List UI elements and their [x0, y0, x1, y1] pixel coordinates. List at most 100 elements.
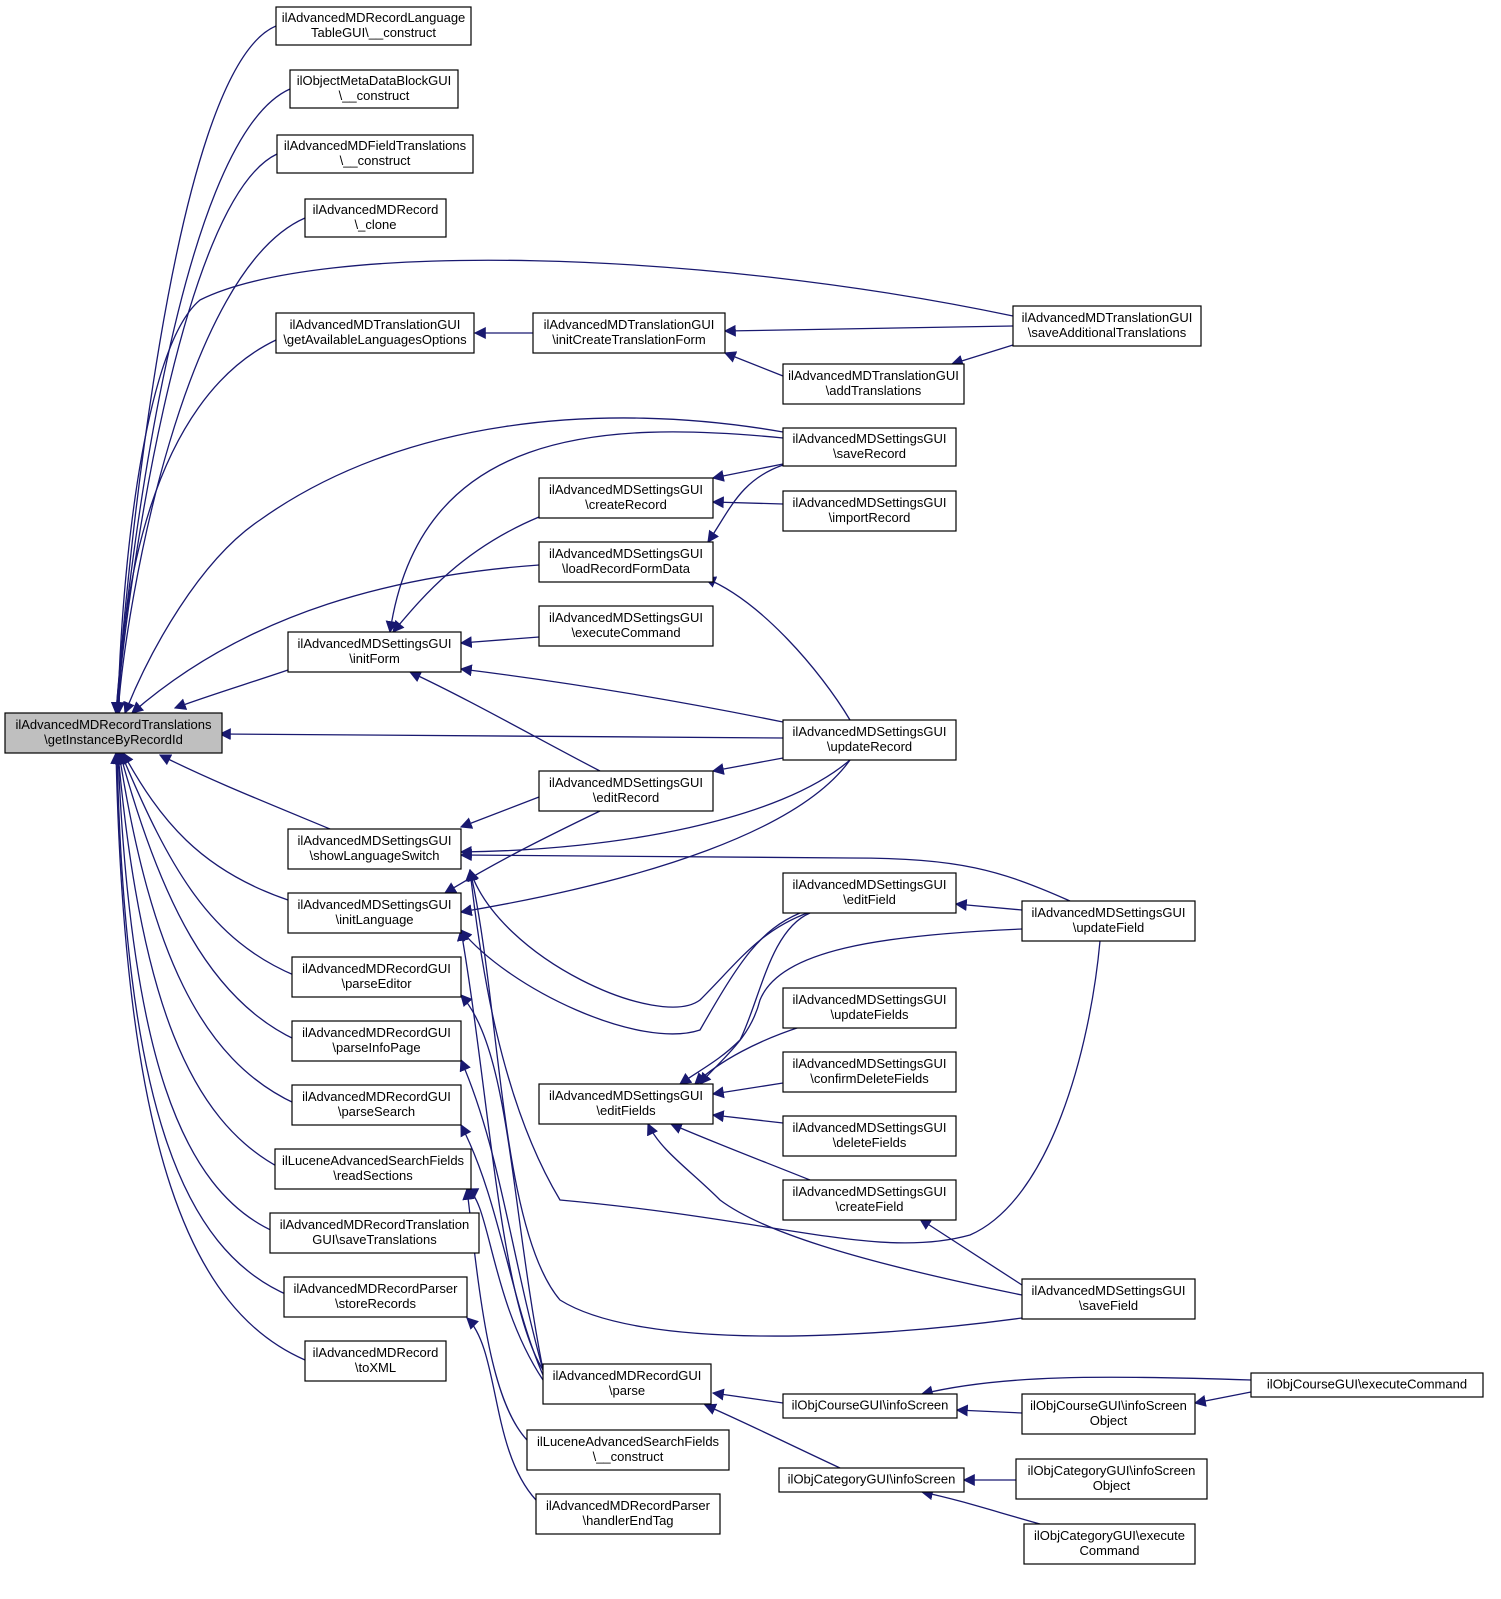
call-edge — [460, 912, 801, 1035]
call-edge — [465, 1188, 544, 1381]
node-label: ilAdvancedMDRecordGUI — [302, 1025, 451, 1040]
node-box — [291, 1084, 462, 1126]
caller-node[interactable]: ilAdvancedMDSettingsGUI\importRecord — [782, 490, 957, 532]
caller-node[interactable]: ilAdvancedMDRecordGUI\parseInfoPage — [291, 1020, 462, 1062]
node-label: \deleteFields — [833, 1135, 907, 1150]
node-box — [782, 1051, 957, 1093]
caller-node[interactable]: ilObjCourseGUI\executeCommand — [1250, 1372, 1484, 1398]
caller-node[interactable]: ilAdvancedMDRecordParser\handlerEndTag — [535, 1493, 721, 1535]
call-edge — [460, 994, 544, 1371]
call-edge — [467, 868, 811, 1008]
node-box — [538, 770, 714, 812]
caller-node[interactable]: ilAdvancedMDSettingsGUI\initForm — [287, 631, 462, 673]
caller-node[interactable]: ilAdvancedMDSettingsGUI\deleteFields — [782, 1115, 957, 1157]
node-label: ilAdvancedMDSettingsGUI — [549, 775, 703, 790]
call-edge — [117, 751, 297, 1041]
caller-node[interactable]: ilAdvancedMDSettingsGUI\saveRecord — [782, 427, 957, 467]
caller-node[interactable]: ilAdvancedMDSettingsGUI\updateField — [1021, 900, 1196, 942]
node-label: \initCreateTranslationForm — [552, 332, 705, 347]
caller-node[interactable]: ilAdvancedMDRecordGUI\parse — [542, 1363, 712, 1405]
node-label: ilAdvancedMDRecord — [313, 202, 439, 217]
call-edge — [110, 25, 277, 715]
call-edge — [112, 217, 306, 715]
caller-node[interactable]: ilAdvancedMDSettingsGUI\createField — [782, 1179, 957, 1221]
caller-node[interactable]: ilAdvancedMDFieldTranslations\__construc… — [276, 134, 474, 174]
node-label: ilAdvancedMDSettingsGUI — [549, 1088, 703, 1103]
call-edge — [459, 849, 1071, 902]
node-box — [782, 363, 965, 405]
call-edge — [1193, 1391, 1252, 1407]
root-function-node[interactable]: ilAdvancedMDRecordTranslations\getInstan… — [4, 712, 223, 754]
caller-node[interactable]: ilAdvancedMDRecordTranslationGUI\saveTra… — [269, 1212, 480, 1254]
node-label: ilAdvancedMDSettingsGUI — [549, 546, 703, 561]
caller-node[interactable]: ilObjCourseGUI\infoScreen — [782, 1393, 958, 1419]
node-label: ilAdvancedMDSettingsGUI — [1032, 1283, 1186, 1298]
node-box — [778, 1467, 965, 1493]
caller-node[interactable]: ilObjectMetaDataBlockGUI\__construct — [289, 69, 459, 109]
caller-node[interactable]: ilAdvancedMDTranslationGUI\getAvailableL… — [275, 312, 475, 354]
caller-node[interactable]: ilAdvancedMDTranslationGUI\saveAdditiona… — [1012, 305, 1202, 347]
node-label: ilAdvancedMDRecordGUI — [302, 961, 451, 976]
call-edge — [385, 431, 784, 634]
call-edge — [711, 1110, 784, 1124]
node-label: ilAdvancedMDRecordTranslation — [280, 1217, 470, 1232]
node-box — [542, 1363, 712, 1405]
call-edge — [459, 759, 851, 858]
call-edge — [460, 1123, 544, 1376]
nodes: ilAdvancedMDRecordTranslations\getInstan… — [4, 6, 1484, 1565]
call-edge — [723, 324, 1014, 337]
caller-node[interactable]: ilAdvancedMDTranslationGUI\initCreateTra… — [532, 312, 726, 354]
caller-node[interactable]: ilAdvancedMDSettingsGUI\editRecord — [538, 770, 714, 812]
call-edge — [466, 868, 1023, 1337]
caller-node[interactable]: ilObjCategoryGUI\infoScreen — [778, 1467, 965, 1493]
caller-node[interactable]: ilAdvancedMDRecordGUI\parseEditor — [291, 956, 462, 998]
caller-node[interactable]: ilAdvancedMDSettingsGUI\initLanguage — [287, 892, 462, 934]
call-edge — [955, 1404, 1023, 1417]
caller-node[interactable]: ilAdvancedMDRecord\toXML — [304, 1340, 447, 1382]
caller-node[interactable]: ilAdvancedMDRecordLanguageTableGUI\__con… — [275, 6, 472, 46]
caller-node[interactable]: ilAdvancedMDSettingsGUI\updateRecord — [782, 719, 957, 761]
node-label: \confirmDeleteFields — [810, 1071, 929, 1086]
caller-node[interactable]: ilAdvancedMDSettingsGUI\updateFields — [782, 987, 957, 1029]
node-box — [276, 134, 474, 174]
call-edge — [459, 759, 851, 917]
caller-node[interactable]: ilObjCategoryGUI\executeCommand — [1023, 1523, 1196, 1565]
caller-node[interactable]: ilAdvancedMDSettingsGUI\loadRecordFormDa… — [538, 541, 714, 583]
node-label: \__construct — [339, 88, 410, 103]
call-edge — [408, 671, 601, 772]
node-box — [275, 312, 475, 354]
caller-node[interactable]: ilAdvancedMDSettingsGUI\editField — [782, 872, 957, 914]
node-label: \importRecord — [829, 510, 911, 525]
node-box — [538, 541, 714, 583]
call-edge — [131, 564, 540, 714]
node-box — [782, 1179, 957, 1221]
caller-node[interactable]: ilAdvancedMDRecordParser\storeRecords — [283, 1276, 468, 1318]
caller-node[interactable]: ilLuceneAdvancedSearchFields\__construct — [526, 1429, 730, 1471]
call-edge — [699, 928, 1023, 1085]
node-label: Object — [1093, 1478, 1131, 1493]
caller-node[interactable]: ilAdvancedMDRecord\_clone — [304, 198, 447, 238]
node-label: ilObjCategoryGUI\infoScreen — [1028, 1463, 1196, 1478]
caller-node[interactable]: ilAdvancedMDSettingsGUI\createRecord — [538, 477, 714, 519]
caller-node[interactable]: ilAdvancedMDSettingsGUI\saveField — [1021, 1278, 1196, 1320]
node-box — [1023, 1523, 1196, 1565]
caller-node[interactable]: ilAdvancedMDSettingsGUI\showLanguageSwit… — [287, 828, 462, 870]
caller-node[interactable]: ilAdvancedMDSettingsGUI\editFields — [538, 1083, 714, 1125]
node-label: Command — [1080, 1543, 1140, 1558]
node-label: ilAdvancedMDSettingsGUI — [793, 877, 947, 892]
caller-node[interactable]: ilLuceneAdvancedSearchFields\readSection… — [274, 1148, 472, 1190]
caller-node[interactable]: ilAdvancedMDSettingsGUI\confirmDeleteFie… — [782, 1051, 957, 1093]
node-label: \storeRecords — [335, 1296, 416, 1311]
node-box — [538, 477, 714, 519]
node-box — [287, 631, 462, 673]
call-edge — [123, 417, 784, 715]
node-box — [1021, 900, 1196, 942]
node-label: ilObjCourseGUI\executeCommand — [1267, 1377, 1467, 1392]
caller-node[interactable]: ilAdvancedMDSettingsGUI\executeCommand — [538, 605, 714, 647]
node-label: \parseInfoPage — [332, 1040, 420, 1055]
caller-node[interactable]: ilAdvancedMDTranslationGUI\addTranslatio… — [782, 363, 965, 405]
caller-node[interactable]: ilAdvancedMDRecordGUI\parseSearch — [291, 1084, 462, 1126]
